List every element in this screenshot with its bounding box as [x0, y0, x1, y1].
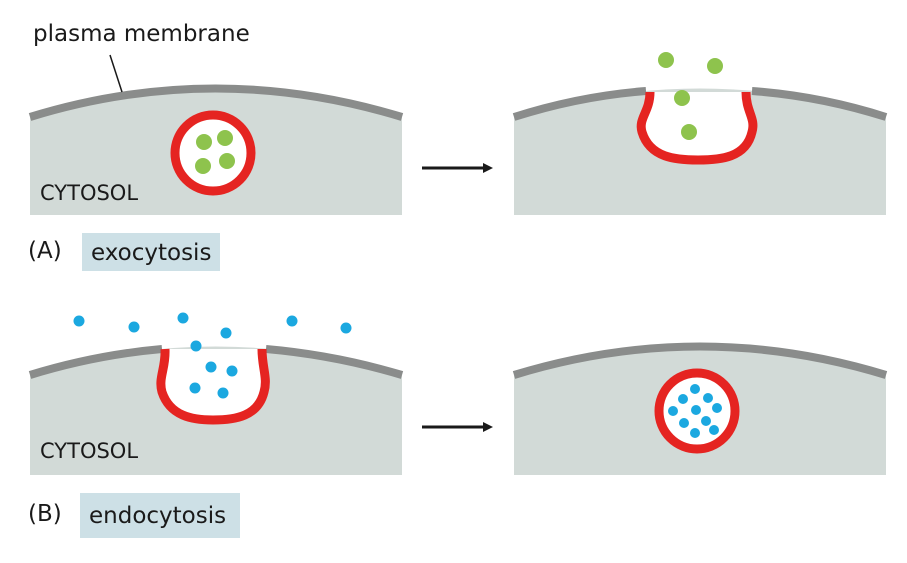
label-leader-line — [109, 54, 123, 93]
cargo-molecule — [196, 134, 212, 150]
cargo-molecule — [658, 52, 674, 68]
panel-b-endocytosis: CYTOSOL (B) endocytosis — [28, 312, 888, 538]
plasma-membrane-right — [265, 345, 404, 379]
cell-b-before: CYTOSOL — [28, 312, 404, 475]
cargo-molecule — [690, 428, 700, 438]
cargo-molecule — [340, 322, 352, 334]
plasma-membrane — [512, 342, 888, 379]
cargo-molecule — [286, 315, 298, 327]
cargo-molecule — [217, 387, 229, 399]
cargo-molecule — [679, 418, 689, 428]
plasma-membrane — [28, 84, 404, 121]
cargo-molecule — [189, 382, 201, 394]
process-b-label: endocytosis — [89, 503, 226, 529]
plasma-membrane-label: plasma membrane — [33, 21, 250, 47]
cargo-molecule — [177, 312, 189, 324]
cytosol-label: CYTOSOL — [40, 439, 138, 463]
cell-a-after — [512, 52, 888, 215]
cell-a-before: plasma membrane CYTOSOL — [28, 21, 404, 215]
cargo-molecule — [690, 384, 700, 394]
cargo-molecule — [219, 153, 235, 169]
cargo-molecule — [217, 130, 233, 146]
cargo-molecule — [73, 315, 85, 327]
process-a-label: exocytosis — [91, 240, 211, 266]
cargo-molecule — [703, 393, 713, 403]
process-b-label-box — [80, 493, 240, 538]
plasma-membrane-right — [751, 87, 888, 121]
plasma-membrane-left — [512, 87, 647, 121]
cargo-molecule — [674, 90, 690, 106]
fused-vesicle-membrane — [636, 91, 758, 165]
part-b-label: (B) — [28, 501, 62, 527]
cargo-molecule — [681, 124, 697, 140]
invaginating-membrane — [156, 348, 270, 425]
cargo-molecule — [678, 394, 688, 404]
cargo-molecule — [195, 158, 211, 174]
cargo-molecule — [712, 403, 722, 413]
released-cargo-green — [658, 52, 723, 140]
panel-a-exocytosis: plasma membrane CYTOSOL (A) exocytosis — [28, 21, 888, 271]
part-a-label: (A) — [28, 238, 62, 264]
cargo-molecule — [668, 406, 678, 416]
cargo-molecule — [707, 58, 723, 74]
vesicle-cargo-green — [195, 130, 235, 174]
plasma-membrane-left — [28, 345, 163, 379]
process-a-label-box — [82, 233, 220, 271]
cargo-molecule — [691, 405, 701, 415]
cargo-molecule — [128, 321, 140, 333]
secretory-vesicle — [170, 110, 256, 196]
vesicle-cargo-blue — [668, 384, 722, 438]
cargo-molecule — [190, 340, 202, 352]
cargo-molecule — [709, 425, 719, 435]
cargo-molecule — [701, 416, 711, 426]
cargo-molecule — [226, 365, 238, 377]
cargo-molecule — [205, 361, 217, 373]
extracellular-cargo-blue — [73, 312, 352, 399]
cargo-molecule — [220, 327, 232, 339]
cytosol-label: CYTOSOL — [40, 181, 138, 205]
cell-b-after — [512, 342, 888, 475]
